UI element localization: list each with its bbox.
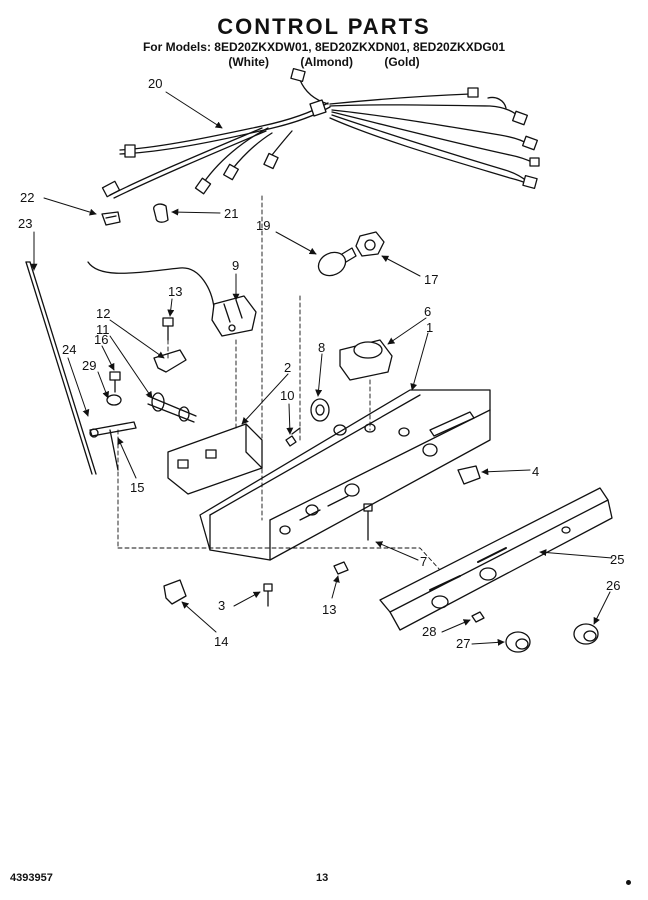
mounting-bracket [167,423,263,495]
damper-rod [25,261,97,475]
control-housing [199,389,491,561]
corner-dot [626,880,631,885]
color-gold: (Gold) [384,55,420,69]
assembly-lines [117,195,441,571]
callout-4: 4 [532,464,539,479]
damper-control-shaft [147,392,197,423]
callout-1: 1 [426,320,433,335]
callout-25: 25 [610,552,624,567]
knob-8 [310,398,330,422]
callout-13-upper: 13 [168,284,182,299]
callout-10: 10 [280,388,294,403]
callout-2: 2 [284,360,291,375]
document-number: 4393957 [10,872,53,884]
clip-14 [163,579,187,605]
knob-27 [505,631,531,653]
color-almond: (Almond) [300,55,353,69]
front-panel [379,487,613,631]
callout-27: 27 [456,636,470,651]
callout-21: 21 [224,206,238,221]
callout-29: 29 [82,358,96,373]
color-variants: (White) (Almond) (Gold) [0,55,648,69]
callout-22: 22 [20,190,34,205]
clip-4 [457,465,481,485]
knob-26 [573,623,599,645]
callout-7: 7 [420,554,427,569]
washer-29 [106,394,122,406]
callout-23: 23 [18,216,32,231]
callout-17: 17 [424,272,438,287]
fan-control [339,339,393,381]
control-bracket [153,349,187,373]
callout-9: 9 [232,258,239,273]
callout-6: 6 [424,304,431,319]
callout-numbers: 20 22 21 23 19 17 9 13 12 11 6 1 8 24 16… [18,76,624,651]
callout-8: 8 [318,340,325,355]
callout-14: 14 [214,634,228,649]
screw-13-upper [162,317,174,341]
callout-13-lower: 13 [322,602,336,617]
linkage-15 [109,429,119,471]
wire-harness [101,67,540,199]
screw-13-lower [333,561,349,575]
callout-11: 11 [96,322,110,337]
page-title: CONTROL PARTS [217,14,431,39]
screw-10 [285,427,301,447]
spacer-28 [471,611,485,623]
models-line: For Models: 8ED20ZKXDW01, 8ED20ZKXDN01, … [142,40,506,54]
screw-16 [109,371,121,393]
damper-arm [89,421,137,438]
callout-12: 12 [96,306,110,321]
wire-clip-22 [101,211,121,226]
thermostat [87,261,257,337]
screw-7 [363,503,373,541]
callout-28: 28 [422,624,436,639]
wire-clamp-21 [153,203,169,223]
color-white: (White) [228,55,269,69]
callout-24: 24 [62,342,76,357]
callout-16: 16 [94,332,108,347]
callout-19: 19 [256,218,270,233]
callout-3: 3 [218,598,225,613]
callout-20: 20 [148,76,162,91]
light-bulb [317,247,357,277]
leader-lines [30,91,613,646]
callout-15: 15 [130,480,144,495]
light-socket [355,231,385,257]
screw-3 [263,583,273,607]
page-number: 13 [316,872,329,884]
callout-26: 26 [606,578,620,593]
